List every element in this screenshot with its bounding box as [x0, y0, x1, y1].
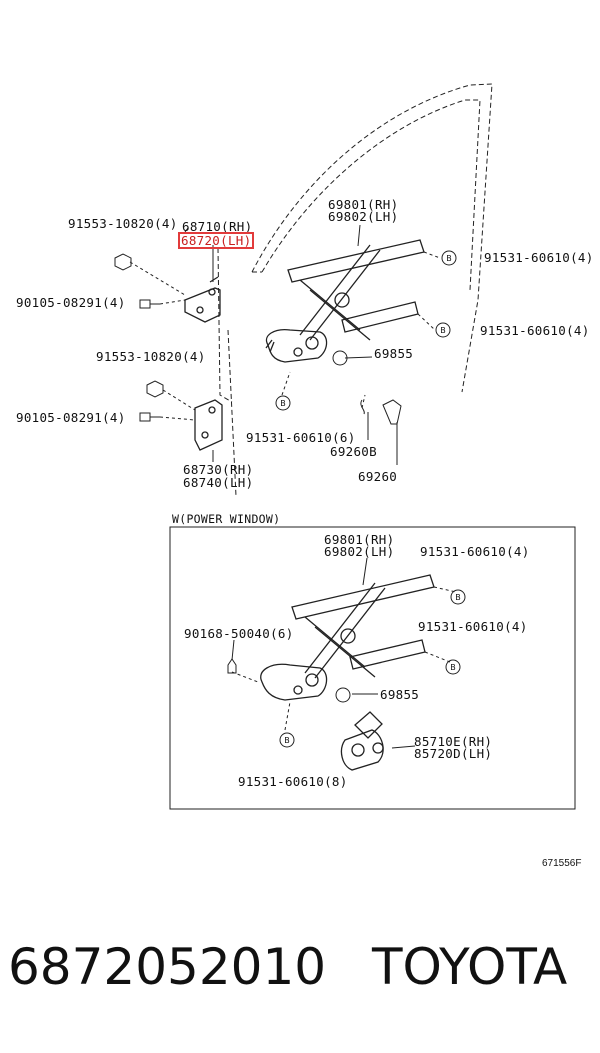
label-85720d: 85720D(LH): [414, 746, 493, 761]
b-letter: B: [284, 736, 290, 745]
label-91531-box-2: 91531-60610(4): [418, 619, 528, 634]
label-91531-box-3: 91531-60610(8): [238, 774, 348, 789]
label-91531-box-1: 91531-60610(4): [420, 544, 530, 559]
b-circle-marks: [275, 250, 457, 411]
door-outline: [217, 83, 493, 497]
power-window-box: [169, 526, 576, 810]
label-91531-right-1: 91531-60610(4): [484, 250, 594, 265]
label-91553-upper: 91553-10820(4): [68, 216, 178, 231]
label-69260b: 69260B: [330, 444, 377, 459]
handle-69260: [382, 399, 402, 425]
box-solid-leaders: [231, 557, 416, 749]
roller-69855-box: [335, 687, 351, 703]
label-69260: 69260: [358, 469, 398, 484]
b-letter: B: [280, 399, 286, 408]
label-91553-lower: 91553-10820(4): [96, 349, 206, 364]
label-69801-box: 69801(RH): [324, 532, 395, 547]
footer-caption: 6872052010 TOYOTA: [0, 935, 600, 1015]
bolt-icons: [114, 253, 164, 422]
leader-lines: [129, 251, 441, 421]
label-69802-top: 69802(LH): [328, 209, 399, 224]
clip-69260b: [360, 399, 365, 415]
label-91531-right-2: 91531-60610(4): [480, 323, 590, 338]
label-68720-highlighted[interactable]: 68720(LH): [178, 232, 255, 249]
label-69801-top: 69801(RH): [328, 197, 399, 212]
label-91531-mid: 91531-60610(6): [246, 430, 356, 445]
diagram-code: 671556F: [542, 858, 582, 869]
label-68710: 68710(RH): [182, 219, 253, 234]
label-90105-lower: 90105-08291(4): [16, 410, 126, 425]
solid-leaders: [184, 224, 398, 465]
screw-90168: [227, 658, 237, 674]
roller-69855-top: [332, 350, 348, 366]
label-69855-top: 69855: [374, 346, 414, 361]
motor-85710e: [340, 711, 384, 771]
label-90168: 90168-50040(6): [184, 626, 294, 641]
hinge-upper: [184, 276, 221, 323]
b-circle-marks-box: [279, 589, 466, 748]
parts-diagram: B B B B B B: [114, 83, 576, 810]
b-letter: B: [455, 593, 461, 602]
label-85710e: 85710E(RH): [414, 734, 493, 749]
label-68740: 68740(LH): [183, 475, 254, 490]
b-letter: B: [440, 326, 446, 335]
b-letter: B: [446, 254, 452, 263]
brand-name: TOYOTA: [372, 938, 568, 996]
label-69802-box: 69802(LH): [324, 544, 395, 559]
box-leaders: [231, 586, 457, 731]
regulator-top: [265, 239, 425, 363]
label-68730: 68730(RH): [183, 462, 254, 477]
hinge-lower: [194, 399, 223, 451]
part-number: 6872052010: [8, 938, 327, 996]
label-power-window: W(POWER WINDOW): [172, 512, 281, 526]
label-90105-upper: 90105-08291(4): [16, 295, 126, 310]
label-69855-box: 69855: [380, 687, 420, 702]
b-letter: B: [450, 663, 456, 672]
